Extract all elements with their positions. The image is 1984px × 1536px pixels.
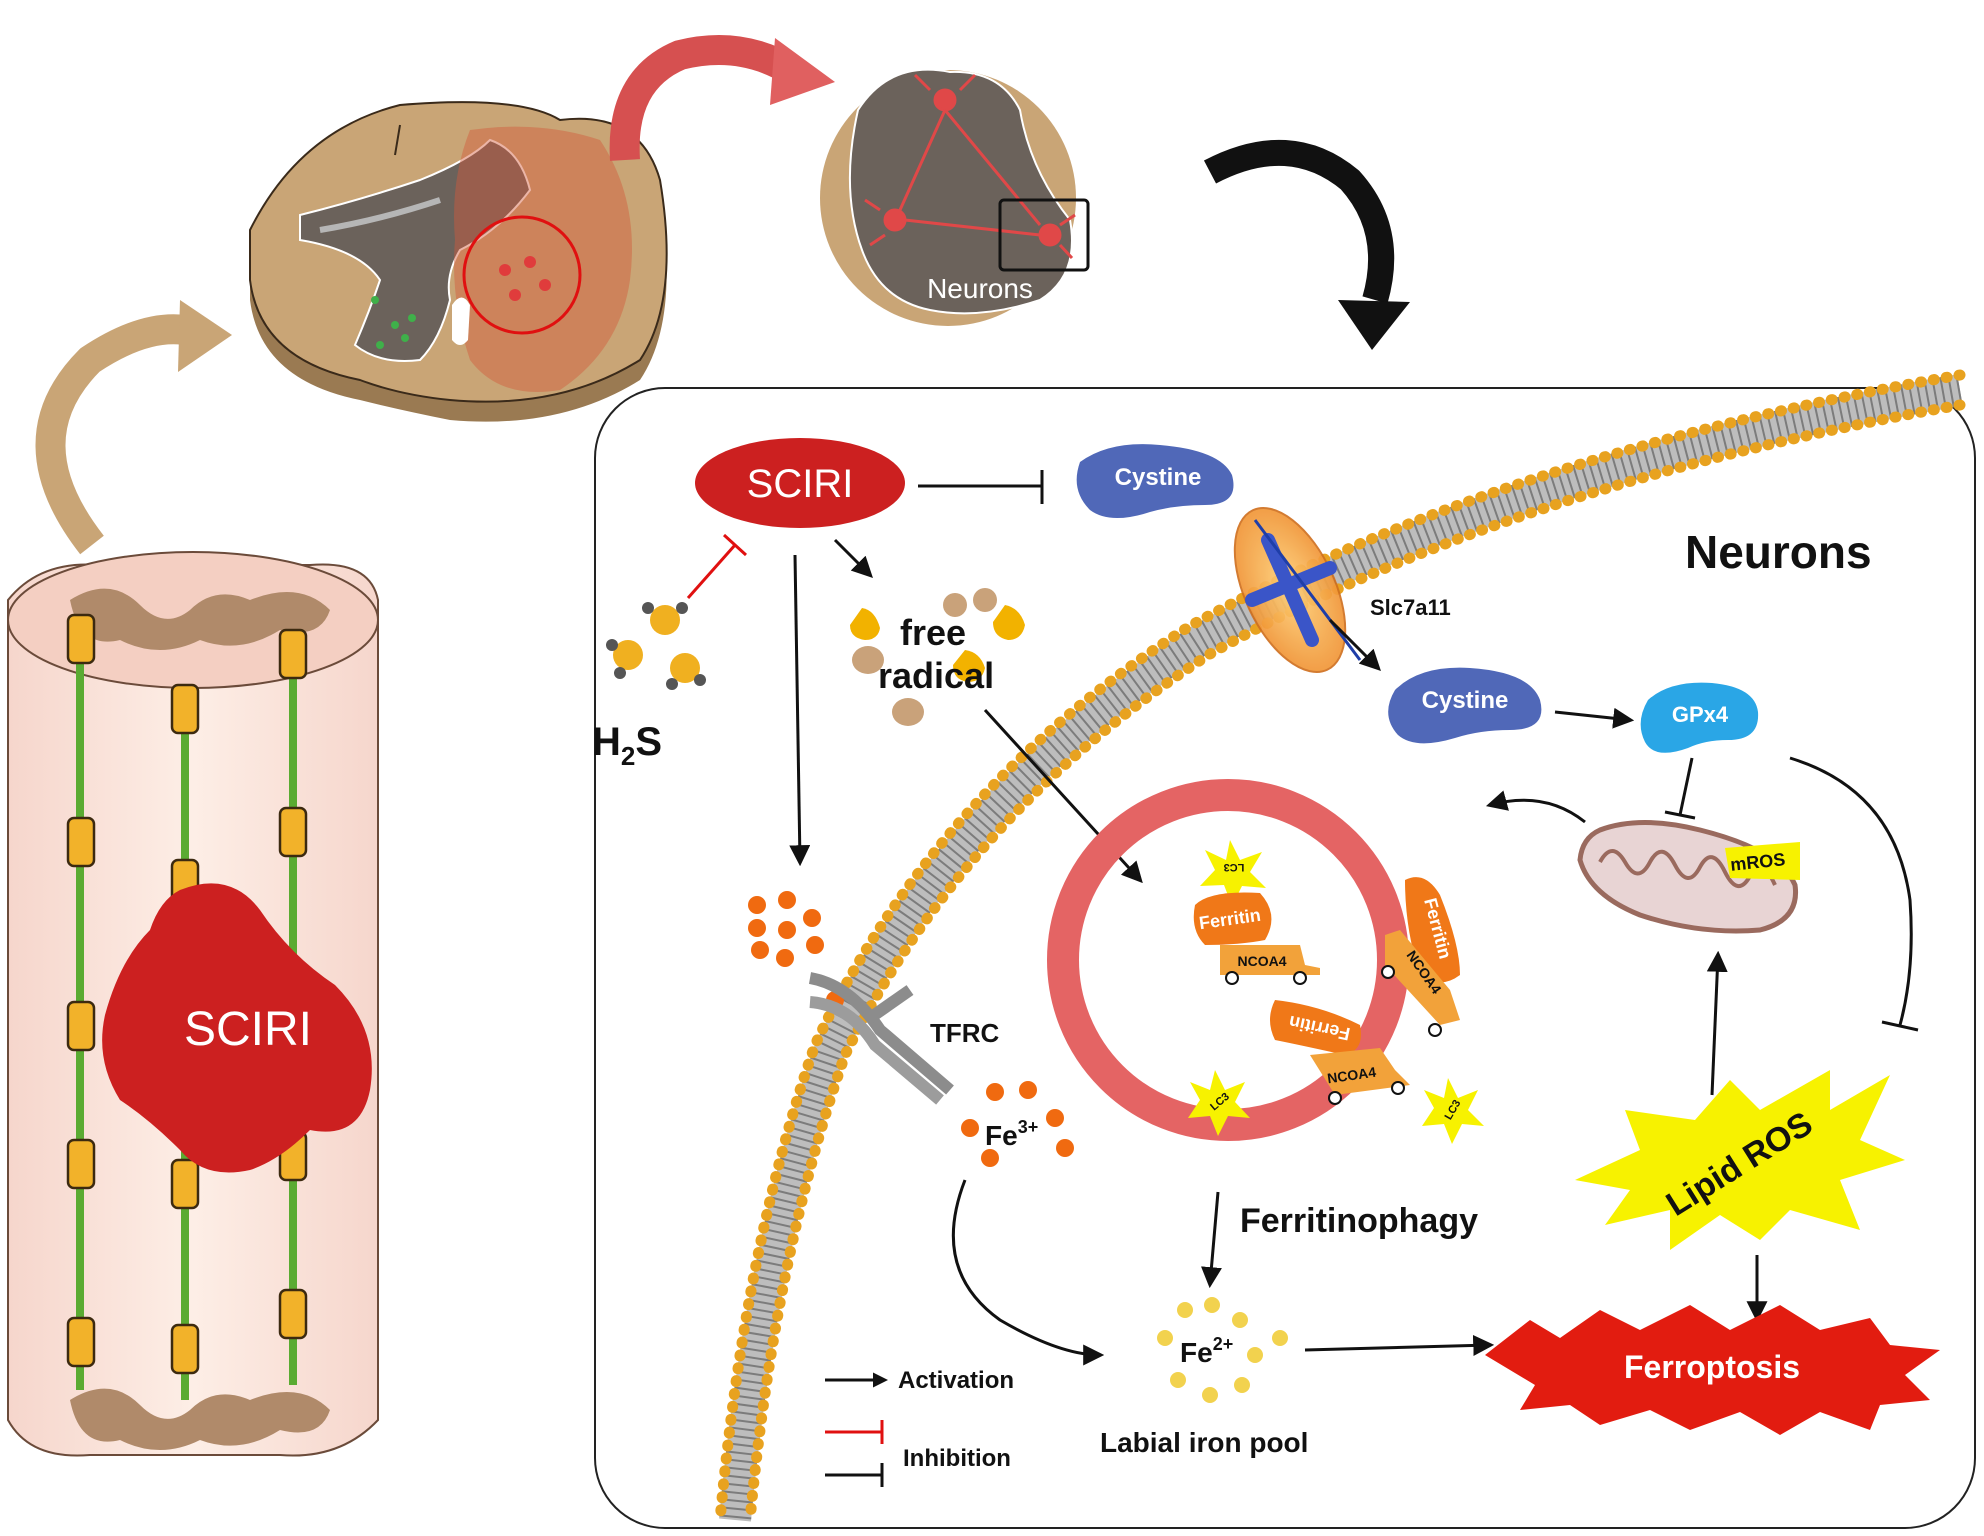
ferritinophagy-label: Ferritinophagy xyxy=(1240,1202,1478,1240)
free-radical-droplets xyxy=(850,588,1025,726)
ferroptosis-label: Ferroptosis xyxy=(1624,1349,1800,1385)
slc7a11-label: Slc7a11 xyxy=(1370,595,1451,620)
spinal-cord-cross-section xyxy=(249,101,668,422)
legend: Activation Inhibition xyxy=(825,1367,1014,1487)
sciri-node-label: SCIRI xyxy=(747,462,854,506)
neuron-panel: SCIRI Cystine Neurons Slc7a11 Cystine xyxy=(592,369,1976,1529)
tan-curved-arrow xyxy=(35,300,232,555)
gpx4-node: GPx4 xyxy=(1640,682,1759,753)
neurons-title: Neurons xyxy=(1685,526,1872,578)
free-label: free xyxy=(900,612,966,653)
tfrc-label: TFRC xyxy=(930,1018,1000,1048)
cystine-outside-label: Cystine xyxy=(1115,464,1202,491)
ferritin-complex-3: Ferritin NCOA4 xyxy=(1270,1000,1410,1105)
h2s-label: H2S xyxy=(592,720,662,771)
cystine-outside: Cystine xyxy=(1076,444,1234,519)
mitochondrion: mROS xyxy=(1577,820,1800,934)
lc3-star-left: LC3 xyxy=(1188,1070,1250,1136)
fe3-to-fe2-arrow xyxy=(951,1179,1105,1366)
fe3-outside-dots xyxy=(748,891,844,1009)
gpx4-inhibits-mros xyxy=(1664,757,1696,820)
svg-text:NCOA4: NCOA4 xyxy=(1237,953,1286,969)
h2s-inhibits-sciri xyxy=(686,533,748,599)
sciri-tissue-label: SCIRI xyxy=(184,1003,312,1056)
lc3-star-top: LC3 xyxy=(1200,840,1266,906)
mros-to-lysosome-arrow xyxy=(1485,790,1586,824)
lc3-star-right: LC3 xyxy=(1422,1078,1484,1144)
fe3-label: Fe3+ xyxy=(985,1117,1038,1151)
legend-inhibition-label: Inhibition xyxy=(903,1445,1011,1472)
lysosome: LC3 LC3 LC3 Ferritin NCOA4 xyxy=(1047,779,1484,1144)
neurons-zoom-label: Neurons xyxy=(927,273,1033,304)
ferroptosis-burst: Ferroptosis xyxy=(1485,1305,1940,1435)
legend-inhibition-red xyxy=(825,1420,884,1444)
neuron-zoom-circle: Neurons xyxy=(820,68,1090,326)
black-curved-arrow xyxy=(1203,139,1410,350)
ferritin-complex-1: Ferritin NCOA4 xyxy=(1193,892,1320,985)
legend-inhibition-black xyxy=(825,1463,884,1487)
slc7a11-transporter: Slc7a11 xyxy=(1233,507,1451,673)
fe3-inside: Fe3+ xyxy=(961,1081,1074,1167)
labile-iron-pool: Fe2+ Labial iron pool xyxy=(1100,1297,1308,1458)
cystine-inside-label: Cystine xyxy=(1422,687,1509,714)
sciri-inhibits-cystine xyxy=(918,470,1044,504)
labial-iron-pool-label: Labial iron pool xyxy=(1100,1427,1308,1458)
red-curved-arrow xyxy=(609,35,835,161)
legend-activation-label: Activation xyxy=(898,1367,1014,1394)
fe2-label: Fe2+ xyxy=(1180,1334,1233,1368)
sciri-lesion xyxy=(102,883,372,1173)
cystine-inside: Cystine xyxy=(1388,667,1542,744)
svg-text:NCOA4: NCOA4 xyxy=(1326,1064,1377,1087)
lipid-ros-burst: Lipid ROS xyxy=(1575,1070,1905,1250)
tfrc-receptor: TFRC xyxy=(808,972,1000,1105)
gpx4-inhibits-lipid-ros xyxy=(1789,756,1919,1032)
h2s-molecules xyxy=(606,602,706,690)
svg-text:LC3: LC3 xyxy=(1224,861,1245,873)
cell-membrane xyxy=(714,369,1966,1526)
gpx4-label: GPx4 xyxy=(1672,702,1729,727)
sciri-node: SCIRI xyxy=(695,438,905,528)
radical-label: radical xyxy=(878,655,994,696)
spinal-cord-longitudinal: SCIRI xyxy=(7,551,379,1457)
